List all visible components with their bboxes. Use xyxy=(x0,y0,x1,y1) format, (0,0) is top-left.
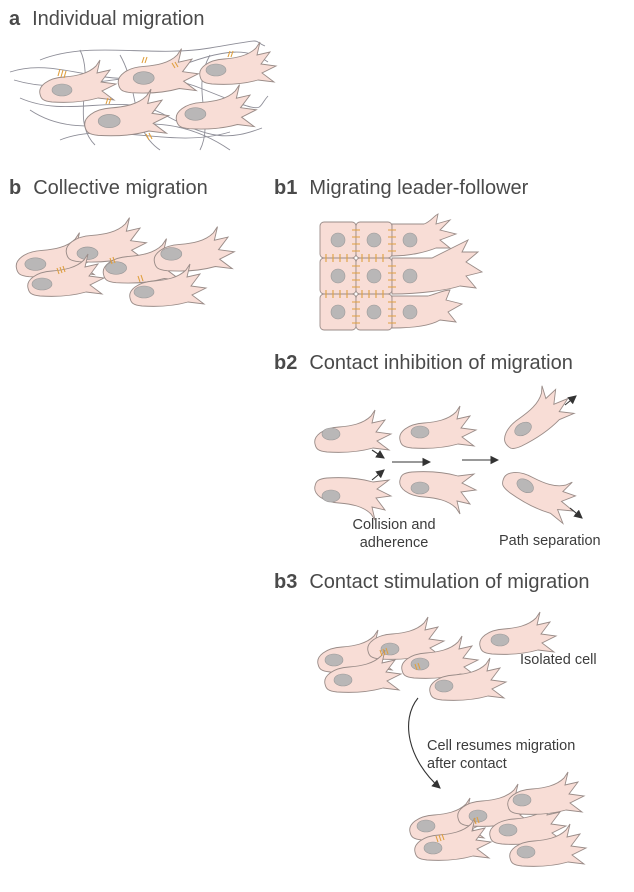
panel-b2-graphic xyxy=(314,377,587,528)
isolated-cell xyxy=(479,611,557,655)
cell xyxy=(409,797,487,841)
cell xyxy=(15,232,97,278)
cell xyxy=(84,88,170,137)
panel-b-title: Collective migration xyxy=(33,177,208,199)
direction-arrows xyxy=(371,395,583,519)
follower-cell-grid xyxy=(319,221,393,331)
cell xyxy=(39,59,117,103)
cell xyxy=(429,657,507,701)
junction-marks xyxy=(325,229,396,324)
panel-b3-label: b3 Contact stimulation of migration xyxy=(274,571,589,594)
leader-cells xyxy=(391,213,484,329)
cell xyxy=(498,449,587,528)
collision-caption-line2: adherence xyxy=(359,535,429,551)
cell xyxy=(507,771,585,815)
leader-cell xyxy=(391,213,458,257)
resume-arrow xyxy=(408,697,441,789)
focal-adhesions xyxy=(57,50,234,141)
panel-b2-title: Contact inhibition of migration xyxy=(309,352,573,374)
path-separation-caption: Path separation xyxy=(499,533,601,549)
cell xyxy=(199,41,277,85)
collision-caption: Collision and adherence xyxy=(344,516,444,552)
cell xyxy=(153,226,235,272)
leader-cell xyxy=(391,289,464,329)
cell xyxy=(509,823,587,867)
panel-b3-graphic xyxy=(317,611,587,867)
cell xyxy=(489,801,567,845)
panel-b2-label: b2 Contact inhibition of migration xyxy=(274,352,573,375)
cell xyxy=(399,471,477,515)
panel-a-graphic xyxy=(9,40,277,151)
cell xyxy=(457,783,535,827)
panel-a-letter: a xyxy=(9,8,21,30)
panel-a-title: Individual migration xyxy=(32,8,205,30)
cell xyxy=(314,477,392,521)
panel-b3-title: Contact stimulation of migration xyxy=(309,571,590,593)
cell xyxy=(489,377,578,454)
panel-b-label: b Collective migration xyxy=(9,177,208,200)
cell-cell-junctions xyxy=(56,256,144,283)
cell xyxy=(317,629,395,673)
cell xyxy=(27,253,105,297)
cell xyxy=(129,263,207,307)
panel-b3-letter: b3 xyxy=(274,571,298,593)
panel-b-letter: b xyxy=(9,177,22,199)
panel-a-label: a Individual migration xyxy=(9,8,204,31)
cell xyxy=(175,84,257,130)
cell xyxy=(117,48,199,94)
resumes-caption: Cell resumes migration after contact xyxy=(427,737,575,773)
panel-b1-label: b1 Migrating leader-follower xyxy=(274,177,528,200)
panel-b1-title: Migrating leader-follower xyxy=(309,177,529,199)
cell xyxy=(367,616,445,660)
panel-b1-letter: b1 xyxy=(274,177,298,199)
resumes-caption-line2: after contact xyxy=(427,756,507,772)
cell xyxy=(102,238,184,284)
panel-b1-graphic xyxy=(319,213,484,331)
cell xyxy=(314,409,392,453)
panel-b2-letter: b2 xyxy=(274,352,298,374)
cell xyxy=(65,217,147,263)
panel-b-graphic xyxy=(15,217,235,307)
cell xyxy=(324,649,402,693)
cell xyxy=(399,405,477,449)
cell-cell-junctions xyxy=(379,647,480,843)
cell xyxy=(414,817,492,861)
resumes-caption-line1: Cell resumes migration xyxy=(427,738,576,754)
collision-caption-line1: Collision and xyxy=(352,517,436,533)
isolated-cell-caption: Isolated cell xyxy=(520,652,597,668)
